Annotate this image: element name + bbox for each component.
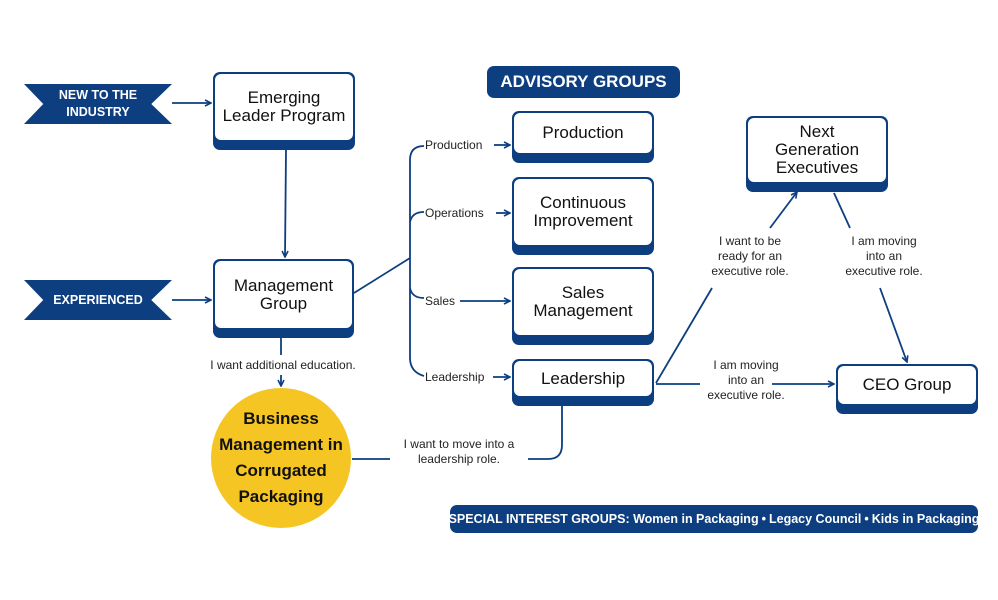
sig-separator: • [864,512,869,526]
moving-exec-leadership-line1: I am moving [713,358,779,372]
entry-new-to-industry: NEW TO THE INDUSTRY [24,84,172,124]
nextgen-line3: Executives [775,158,859,177]
box-production[interactable]: Production [512,111,654,163]
bracket-operations-tick [409,211,425,223]
sales-line1: Sales [561,283,605,302]
entry-experienced: EXPERIENCED [24,280,172,320]
emerging-line2: Leader Program [222,106,346,125]
continuous-line1: Continuous [539,193,626,212]
box-leadership[interactable]: Leadership [512,359,654,406]
circle-line4: Packaging [238,487,324,506]
advisory-bracket [409,145,425,377]
continuous-line2: Improvement [533,211,633,230]
ready-exec-line2: ready for an [717,249,783,263]
branch-label-sales: Sales [425,294,456,308]
sig-women-in-packaging[interactable]: Women in Packaging [633,512,759,526]
edge-management-to-bracket [353,257,411,294]
sig-kids-in-packaging[interactable]: Kids in Packaging [871,512,980,526]
edge-label-additional-education: I want additional education. [203,358,363,373]
edge-nextgen-to-ceo-b [879,287,907,362]
advisory-groups-title: ADVISORY GROUPS [500,72,667,91]
edge-emerging-to-management [285,149,286,257]
box-ceo-group[interactable]: CEO Group [836,364,978,414]
emerging-line1: Emerging [247,88,321,107]
ready-exec-line1: I want to be [718,234,782,248]
moving-exec-leadership-line3: executive role. [707,388,785,402]
nextgen-line1: Next [799,122,835,141]
edge-leadership-to-nextgen-b [769,192,797,229]
special-interest-groups-bar: SPECIAL INTEREST GROUPS: Women in Packag… [448,505,980,533]
move-leadership-line1: I want to move into a [403,437,515,451]
moving-exec-nextgen-line2: into an [865,249,903,263]
branch-label-operations: Operations [425,206,484,220]
edge-nextgen-to-ceo-a [833,192,851,229]
branch-label-leadership: Leadership [425,370,485,384]
ready-exec-line3: executive role. [711,264,789,278]
moving-exec-nextgen-line1: I am moving [851,234,917,248]
ceo-label: CEO Group [862,375,952,394]
edge-leadership-to-nextgen-a [655,287,713,384]
circle-line2: Management in [219,435,343,454]
special-interest-prefix: SPECIAL INTEREST GROUPS: [448,512,630,526]
branch-label-production: Production [425,138,483,152]
bracket-sales-tick [409,287,425,299]
moving-exec-nextgen-line3: executive role. [845,264,923,278]
advisory-groups-banner: ADVISORY GROUPS [487,66,680,98]
circle-line1: Business [243,409,319,428]
sig-separator: • [761,512,766,526]
production-label: Production [542,123,624,142]
edge-circle-to-leadership [352,406,563,460]
leadership-label: Leadership [540,368,626,388]
sales-line2: Management [533,301,633,320]
moving-exec-leadership-line2: into an [727,373,765,387]
sig-legacy-council[interactable]: Legacy Council [768,512,862,526]
circle-line3: Corrugated [235,461,327,480]
move-leadership-line2: leadership role. [417,452,501,466]
management-line2: Group [259,293,308,313]
entry-experienced-label: EXPERIENCED [53,292,143,307]
entry-new-line1: NEW TO THE [58,88,138,102]
nextgen-line2: Generation [774,140,860,159]
entry-new-line2: INDUSTRY [66,105,130,119]
management-line1: Management [233,275,334,295]
